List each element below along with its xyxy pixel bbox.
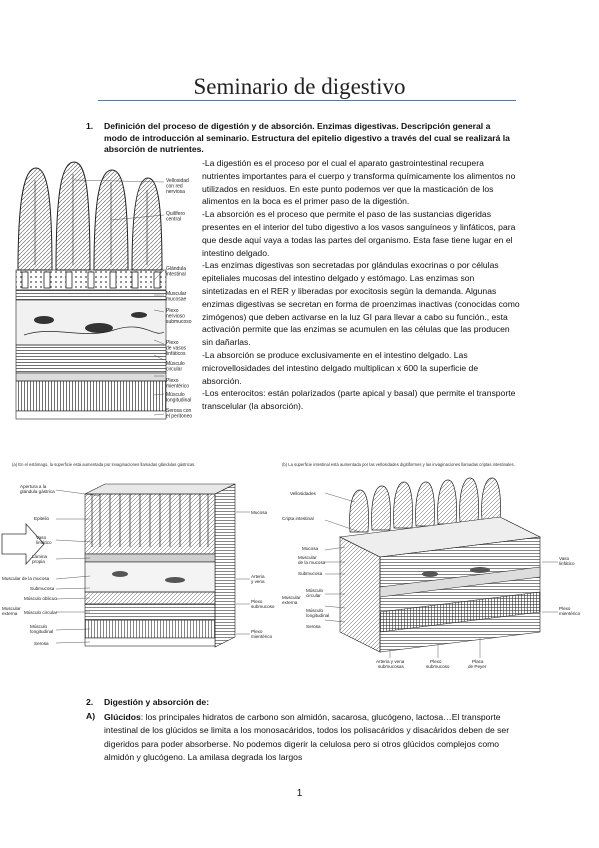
svg-text:Submucosa: Submucosa [298, 571, 323, 576]
svg-text:Cripta intestinal: Cripta intestinal [282, 516, 314, 521]
svg-text:submucoso: submucoso [426, 664, 450, 669]
svg-text:externa: externa [2, 611, 18, 616]
figure-intestine-wall: Vellosidades Cripta intestinal Mucosa Mu… [282, 477, 581, 669]
svg-text:externa: externa [282, 600, 298, 605]
svg-text:Serosa: Serosa [306, 624, 321, 629]
paragraph-enzimas: -Las enzimas digestivas son secretadas p… [202, 260, 520, 348]
section2-heading: Digestión y absorción de: [104, 697, 210, 707]
svg-text:Mucosa: Mucosa [251, 510, 268, 515]
svg-text:submucosas: submucosas [378, 664, 404, 669]
figure-intestine-caption: (b) La superficie intestinal está aument… [282, 462, 515, 467]
svg-text:y vena: y vena [251, 579, 265, 584]
section2-number: 2. [86, 697, 94, 707]
svg-text:linfático: linfático [559, 561, 575, 566]
svg-text:linfático: linfático [36, 540, 52, 545]
svg-text:Plexo: Plexo [251, 599, 263, 604]
page-number: 1 [296, 788, 303, 799]
svg-text:Lámina: Lámina [32, 554, 48, 559]
svg-text:Apertura a la: Apertura a la [20, 484, 47, 489]
svg-text:Muscular: Muscular [2, 606, 21, 611]
svg-text:Músculo: Músculo [306, 588, 324, 593]
paragraph-intestino: -La absorción se produce exclusivamente … [202, 349, 479, 386]
svg-text:Serosa: Serosa [34, 641, 49, 646]
svg-text:mientérico: mientérico [559, 611, 581, 616]
svg-text:Músculo oblicuo: Músculo oblicuo [24, 596, 57, 601]
section1-heading: Definición del proceso de digestión y de… [104, 121, 510, 155]
svg-text:de Peyer: de Peyer [468, 664, 487, 669]
svg-text:Plexo: Plexo [251, 629, 263, 634]
svg-text:Vaso: Vaso [36, 535, 47, 540]
title-underline [98, 100, 516, 101]
figure-stomach-caption: (a) En el estómago, la superficie está a… [12, 462, 196, 467]
svg-text:propia: propia [32, 559, 45, 564]
svg-text:glándula gástrica: glándula gástrica [20, 489, 55, 494]
fig1-label-0: Vellosidad [166, 178, 189, 184]
svg-text:Vellosidades: Vellosidades [290, 491, 316, 496]
svg-text:Submucosa: Submucosa [30, 586, 55, 591]
paragraph-enterocitos: -Los enterocitos: están polarizados (par… [202, 388, 516, 412]
page-title: Seminario de digestivo [193, 74, 406, 99]
svg-text:Arteria y vena: Arteria y vena [376, 659, 405, 664]
svg-text:Vaso: Vaso [559, 556, 570, 561]
svg-text:Músculo: Músculo [30, 624, 48, 629]
svg-text:circular: circular [306, 593, 321, 598]
item-a-body: : los principales hidratos de carbono so… [104, 712, 510, 763]
svg-text:Arteria: Arteria [251, 574, 265, 579]
section1-number: 1. [86, 121, 94, 131]
svg-text:Placa: Placa [472, 659, 484, 664]
svg-text:de la mucosa: de la mucosa [298, 560, 326, 565]
item-a-text: Glúcidos: los principales hidratos de ca… [104, 711, 519, 765]
svg-text:Plexo: Plexo [559, 606, 571, 611]
svg-text:Plexo: Plexo [430, 659, 442, 664]
paragraph-digestion: -La digestión es el proceso por el cual … [202, 158, 516, 207]
section1-body: -La digestión es el proceso por el cual … [202, 157, 520, 413]
svg-text:Epitelio: Epitelio [34, 516, 50, 521]
svg-text:Muscular: Muscular [282, 595, 301, 600]
item-a-term: Glúcidos [104, 712, 141, 722]
svg-text:submucoso: submucoso [251, 604, 275, 609]
svg-text:longitudinal: longitudinal [306, 613, 329, 618]
svg-text:Muscular de la mucosa: Muscular de la mucosa [2, 576, 50, 581]
svg-text:Mucosa: Mucosa [302, 546, 319, 551]
paragraph-absorcion: -La absorción es el proceso que permite … [202, 209, 516, 258]
svg-text:Muscular: Muscular [298, 555, 317, 560]
item-a-letter: A) [86, 711, 96, 721]
svg-text:mientérico: mientérico [251, 634, 273, 639]
svg-text:longitudinal: longitudinal [30, 629, 53, 634]
svg-text:Músculo: Músculo [306, 608, 324, 613]
svg-text:Músculo circular: Músculo circular [24, 610, 58, 615]
